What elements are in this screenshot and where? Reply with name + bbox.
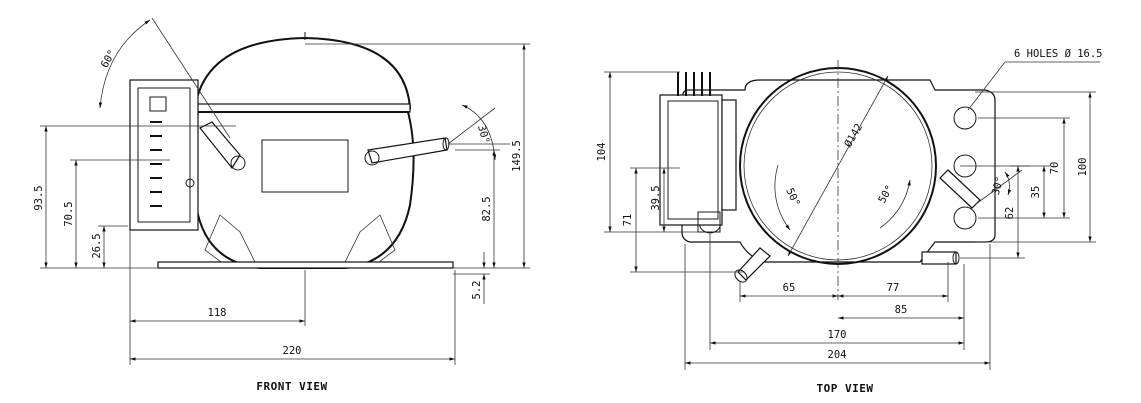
- top-view: Ø142 50° 50° 6 HOLES Ø 16.5 30° 104 71 3…: [596, 48, 1103, 395]
- foot-right: [344, 214, 396, 266]
- base-plate: [157, 261, 454, 269]
- electrical-box: [129, 79, 199, 231]
- electrical-box-inner: [667, 100, 719, 220]
- angle-arc-60: [98, 19, 151, 109]
- discharge-tube-top: [939, 169, 981, 209]
- dim-angle-30-top: 30°: [990, 175, 1007, 196]
- top-view-title: TOP VIEW: [817, 382, 874, 395]
- dim-70-5: 70.5: [63, 201, 75, 226]
- ground-screw: [185, 178, 195, 188]
- dim-71: 71: [622, 214, 634, 227]
- dim-104: 104: [596, 143, 608, 162]
- process-tube: [921, 251, 957, 265]
- compressor-dome: [193, 36, 412, 109]
- shell-seam: [191, 103, 411, 113]
- dim-angle-30: 30°: [475, 124, 492, 145]
- foot-left: [204, 214, 256, 266]
- tube-end: [734, 269, 748, 283]
- tube-end: [952, 251, 960, 265]
- dim-5-2: 5.2: [471, 281, 483, 300]
- note-holes: 6 HOLES Ø 16.5: [1014, 48, 1103, 60]
- dim-93-5: 93.5: [33, 185, 45, 210]
- box-clip: [697, 211, 721, 233]
- dim-170: 170: [828, 329, 847, 341]
- tube-collar: [364, 150, 380, 166]
- connector: [149, 96, 167, 112]
- compressor-body: [192, 111, 415, 269]
- mount-hole: [953, 206, 977, 230]
- tube-collar: [230, 155, 246, 171]
- dim-65: 65: [783, 282, 796, 294]
- suction-tube-top: [737, 247, 771, 281]
- angle-arc-50a: [774, 164, 791, 231]
- dim-118: 118: [208, 307, 227, 319]
- electrical-box-inner: [137, 87, 191, 223]
- nameplate: [261, 139, 349, 193]
- box-flange: [721, 99, 737, 211]
- dim-62: 62: [1004, 207, 1016, 220]
- dim-85: 85: [895, 304, 908, 316]
- dim-220: 220: [283, 345, 302, 357]
- dim-39-5: 39.5: [650, 185, 662, 210]
- dim-77: 77: [887, 282, 900, 294]
- dim-204: 204: [828, 349, 847, 361]
- electrical-box-top: [659, 94, 723, 226]
- angle-leader: [151, 17, 231, 139]
- diameter-line: [787, 75, 889, 257]
- dim-70: 70: [1049, 162, 1061, 175]
- dim-26-5: 26.5: [91, 233, 103, 258]
- angle-leader: [975, 169, 1023, 205]
- discharge-tube: [367, 137, 448, 164]
- dim-82-5: 82.5: [481, 196, 493, 221]
- dim-35: 35: [1030, 186, 1042, 199]
- suction-tube: [199, 121, 241, 170]
- dim-100: 100: [1077, 158, 1089, 177]
- dim-angle-60: 60°: [99, 48, 119, 70]
- mount-hole: [953, 106, 977, 130]
- front-view-title: FRONT VIEW: [256, 380, 327, 393]
- angle-arc-30-top: [1004, 171, 1012, 196]
- holes-leader: [967, 61, 1006, 111]
- angle-arc-50b: [879, 179, 911, 229]
- front-view: 60° 30° 93.5 70.5 26.5 82.5 149.5 5: [33, 17, 530, 393]
- dim-149-5: 149.5: [511, 140, 523, 172]
